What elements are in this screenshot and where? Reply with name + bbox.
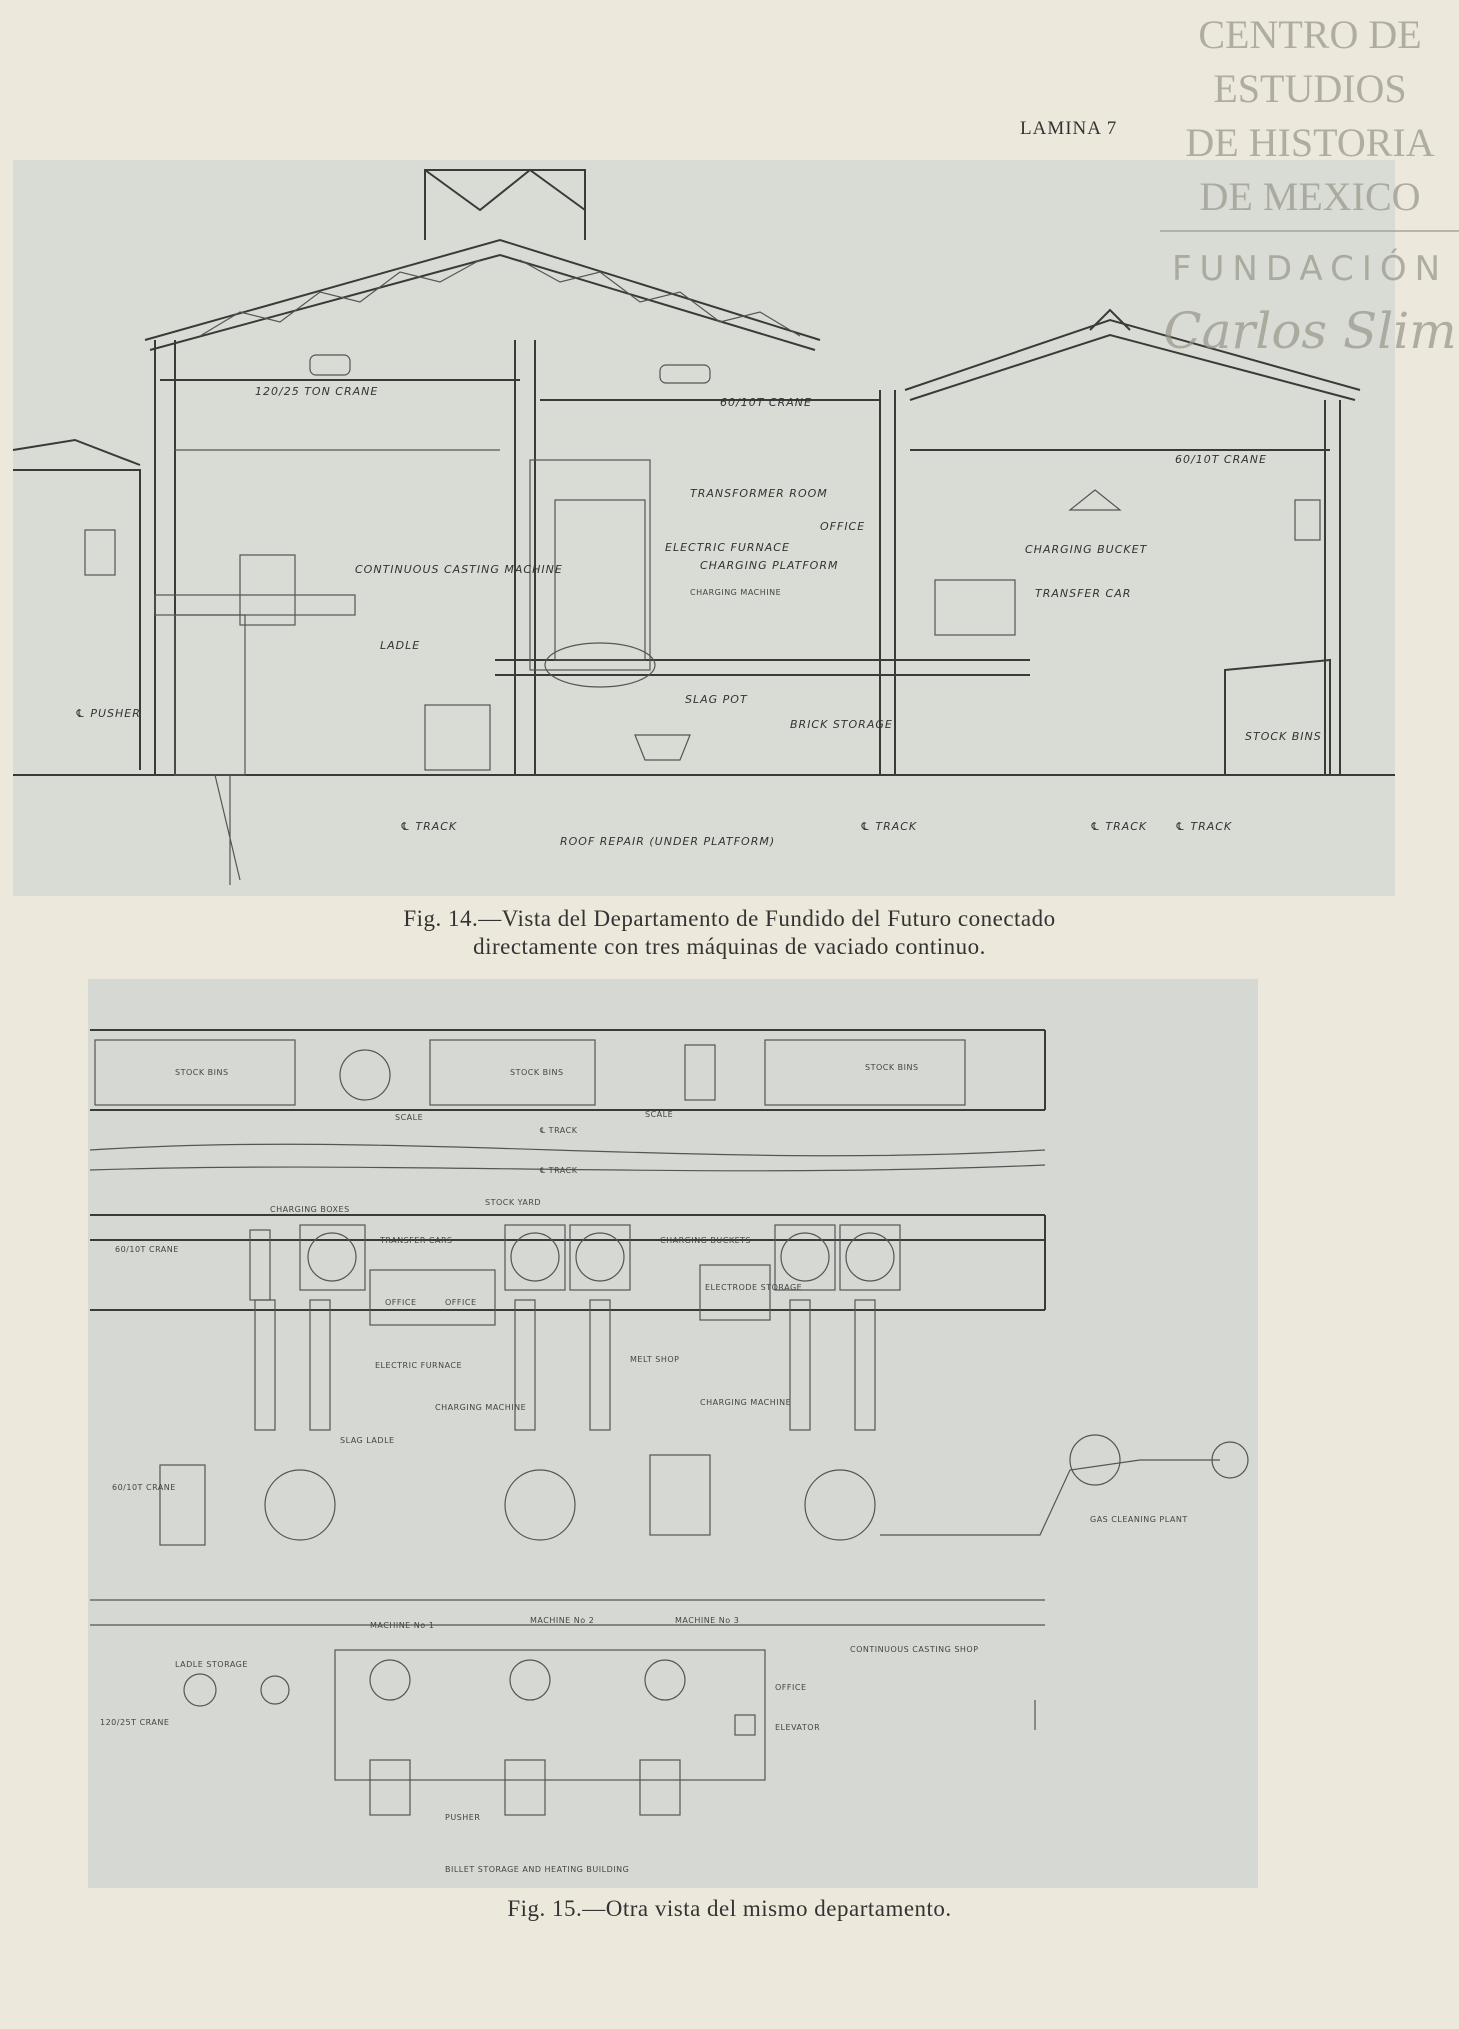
- label-stock-bins-1: STOCK BINS: [175, 1068, 229, 1077]
- watermark-signature: Carlos Slim: [1163, 302, 1457, 360]
- figure-14-caption-line-1: Fig. 14.—Vista del Departamento de Fundi…: [403, 906, 1056, 931]
- label-crane-60-10-b: 60/10T CRANE: [1175, 453, 1267, 466]
- label-scale-1: SCALE: [395, 1113, 423, 1122]
- label-stock-bins-2: STOCK BINS: [510, 1068, 564, 1077]
- label-ladle: LADLE: [380, 639, 420, 652]
- label-charging-machine-1: CHARGING MACHINE: [435, 1403, 526, 1412]
- watermark-line: CENTRO DE: [1198, 12, 1422, 57]
- figure-14-section-drawing: [12, 160, 1395, 896]
- label-crane-120-25: 120/25 TON CRANE: [255, 385, 378, 398]
- label-charging-bucket: CHARGING BUCKET: [1025, 543, 1148, 556]
- label-electric-furnace: ELECTRIC FURNACE: [665, 541, 790, 554]
- watermark-line: ESTUDIOS: [1213, 66, 1407, 111]
- figure-15-caption: Fig. 15.—Otra vista del mismo departamen…: [507, 1896, 952, 1921]
- label-crane-60-10-a: 60/10T CRANE: [720, 396, 812, 409]
- label-charging-machine-2: CHARGING MACHINE: [700, 1398, 791, 1407]
- label-slag-pot: SLAG POT: [685, 693, 748, 706]
- plate-label: LAMINA 7: [1020, 118, 1118, 139]
- label-gas-cleaning-plant: GAS CLEANING PLANT: [1090, 1515, 1188, 1524]
- label-machine-3: MACHINE No 3: [675, 1616, 739, 1625]
- label-pusher: PUSHER: [445, 1813, 480, 1822]
- label-transfer-car: TRANSFER CAR: [1035, 587, 1131, 600]
- label-crane-a: 60/10T CRANE: [115, 1245, 179, 1254]
- label-charging-boxes: CHARGING BOXES: [270, 1205, 350, 1214]
- label-office: OFFICE: [820, 520, 865, 533]
- label-pusher: ℄ PUSHER: [75, 707, 141, 720]
- label-stock-bins-3: STOCK BINS: [865, 1063, 919, 1072]
- watermark-line: DE HISTORIA: [1185, 120, 1435, 165]
- label-track-b: ℄ TRACK: [540, 1166, 578, 1175]
- label-charging-platform: CHARGING PLATFORM: [700, 559, 838, 572]
- label-track-a: ℄ TRACK: [540, 1126, 578, 1135]
- label-track-3: ℄ TRACK: [1090, 820, 1147, 833]
- label-office-1: OFFICE: [385, 1298, 417, 1307]
- label-charging-machine: CHARGING MACHINE: [690, 588, 781, 597]
- label-office-3: OFFICE: [775, 1683, 807, 1692]
- label-elevator: ELEVATOR: [775, 1723, 820, 1732]
- label-ladle-storage: LADLE STORAGE: [175, 1660, 248, 1669]
- label-crane-b: 60/10T CRANE: [112, 1483, 176, 1492]
- label-electric-furnace: ELECTRIC FURNACE: [375, 1361, 462, 1370]
- figure-14-caption-line-2: directamente con tres máquinas de vaciad…: [473, 934, 986, 959]
- label-brick-storage: BRICK STORAGE: [790, 718, 893, 731]
- label-continuous-casting-machine: CONTINUOUS CASTING MACHINE: [355, 563, 563, 576]
- label-machine-1: MACHINE No 1: [370, 1621, 434, 1630]
- label-track-2: ℄ TRACK: [860, 820, 917, 833]
- figure-15-plan-drawing: [88, 979, 1258, 1888]
- label-stock-bins: STOCK BINS: [1245, 730, 1322, 743]
- watermark: CENTRO DE ESTUDIOS DE HISTORIA DE MEXICO…: [1160, 8, 1459, 358]
- label-crane-c: 120/25T CRANE: [100, 1718, 169, 1727]
- label-electrode-storage: ELECTRODE STORAGE: [705, 1283, 802, 1292]
- label-transfer-cars: TRANSFER CARS: [379, 1236, 453, 1245]
- label-roof-repair: ROOF REPAIR (UNDER PLATFORM): [560, 835, 775, 848]
- label-machine-2: MACHINE No 2: [530, 1616, 594, 1625]
- watermark-line: FUNDACIÓN: [1171, 249, 1449, 289]
- label-stock-yard: STOCK YARD: [485, 1198, 541, 1207]
- label-charging-buckets: CHARGING BUCKETS: [660, 1236, 751, 1245]
- label-transformer-room: TRANSFORMER ROOM: [690, 487, 828, 500]
- label-slag-ladle: SLAG LADLE: [340, 1436, 395, 1445]
- label-billet-storage: BILLET STORAGE AND HEATING BUILDING: [445, 1865, 629, 1874]
- label-melt-shop: MELT SHOP: [630, 1355, 679, 1364]
- label-track-1: ℄ TRACK: [400, 820, 457, 833]
- label-continuous-casting-shop: CONTINUOUS CASTING SHOP: [850, 1645, 979, 1654]
- label-track-4: ℄ TRACK: [1175, 820, 1232, 833]
- label-scale-2: SCALE: [645, 1110, 673, 1119]
- watermark-line: DE MEXICO: [1199, 174, 1421, 219]
- label-office-2: OFFICE: [445, 1298, 477, 1307]
